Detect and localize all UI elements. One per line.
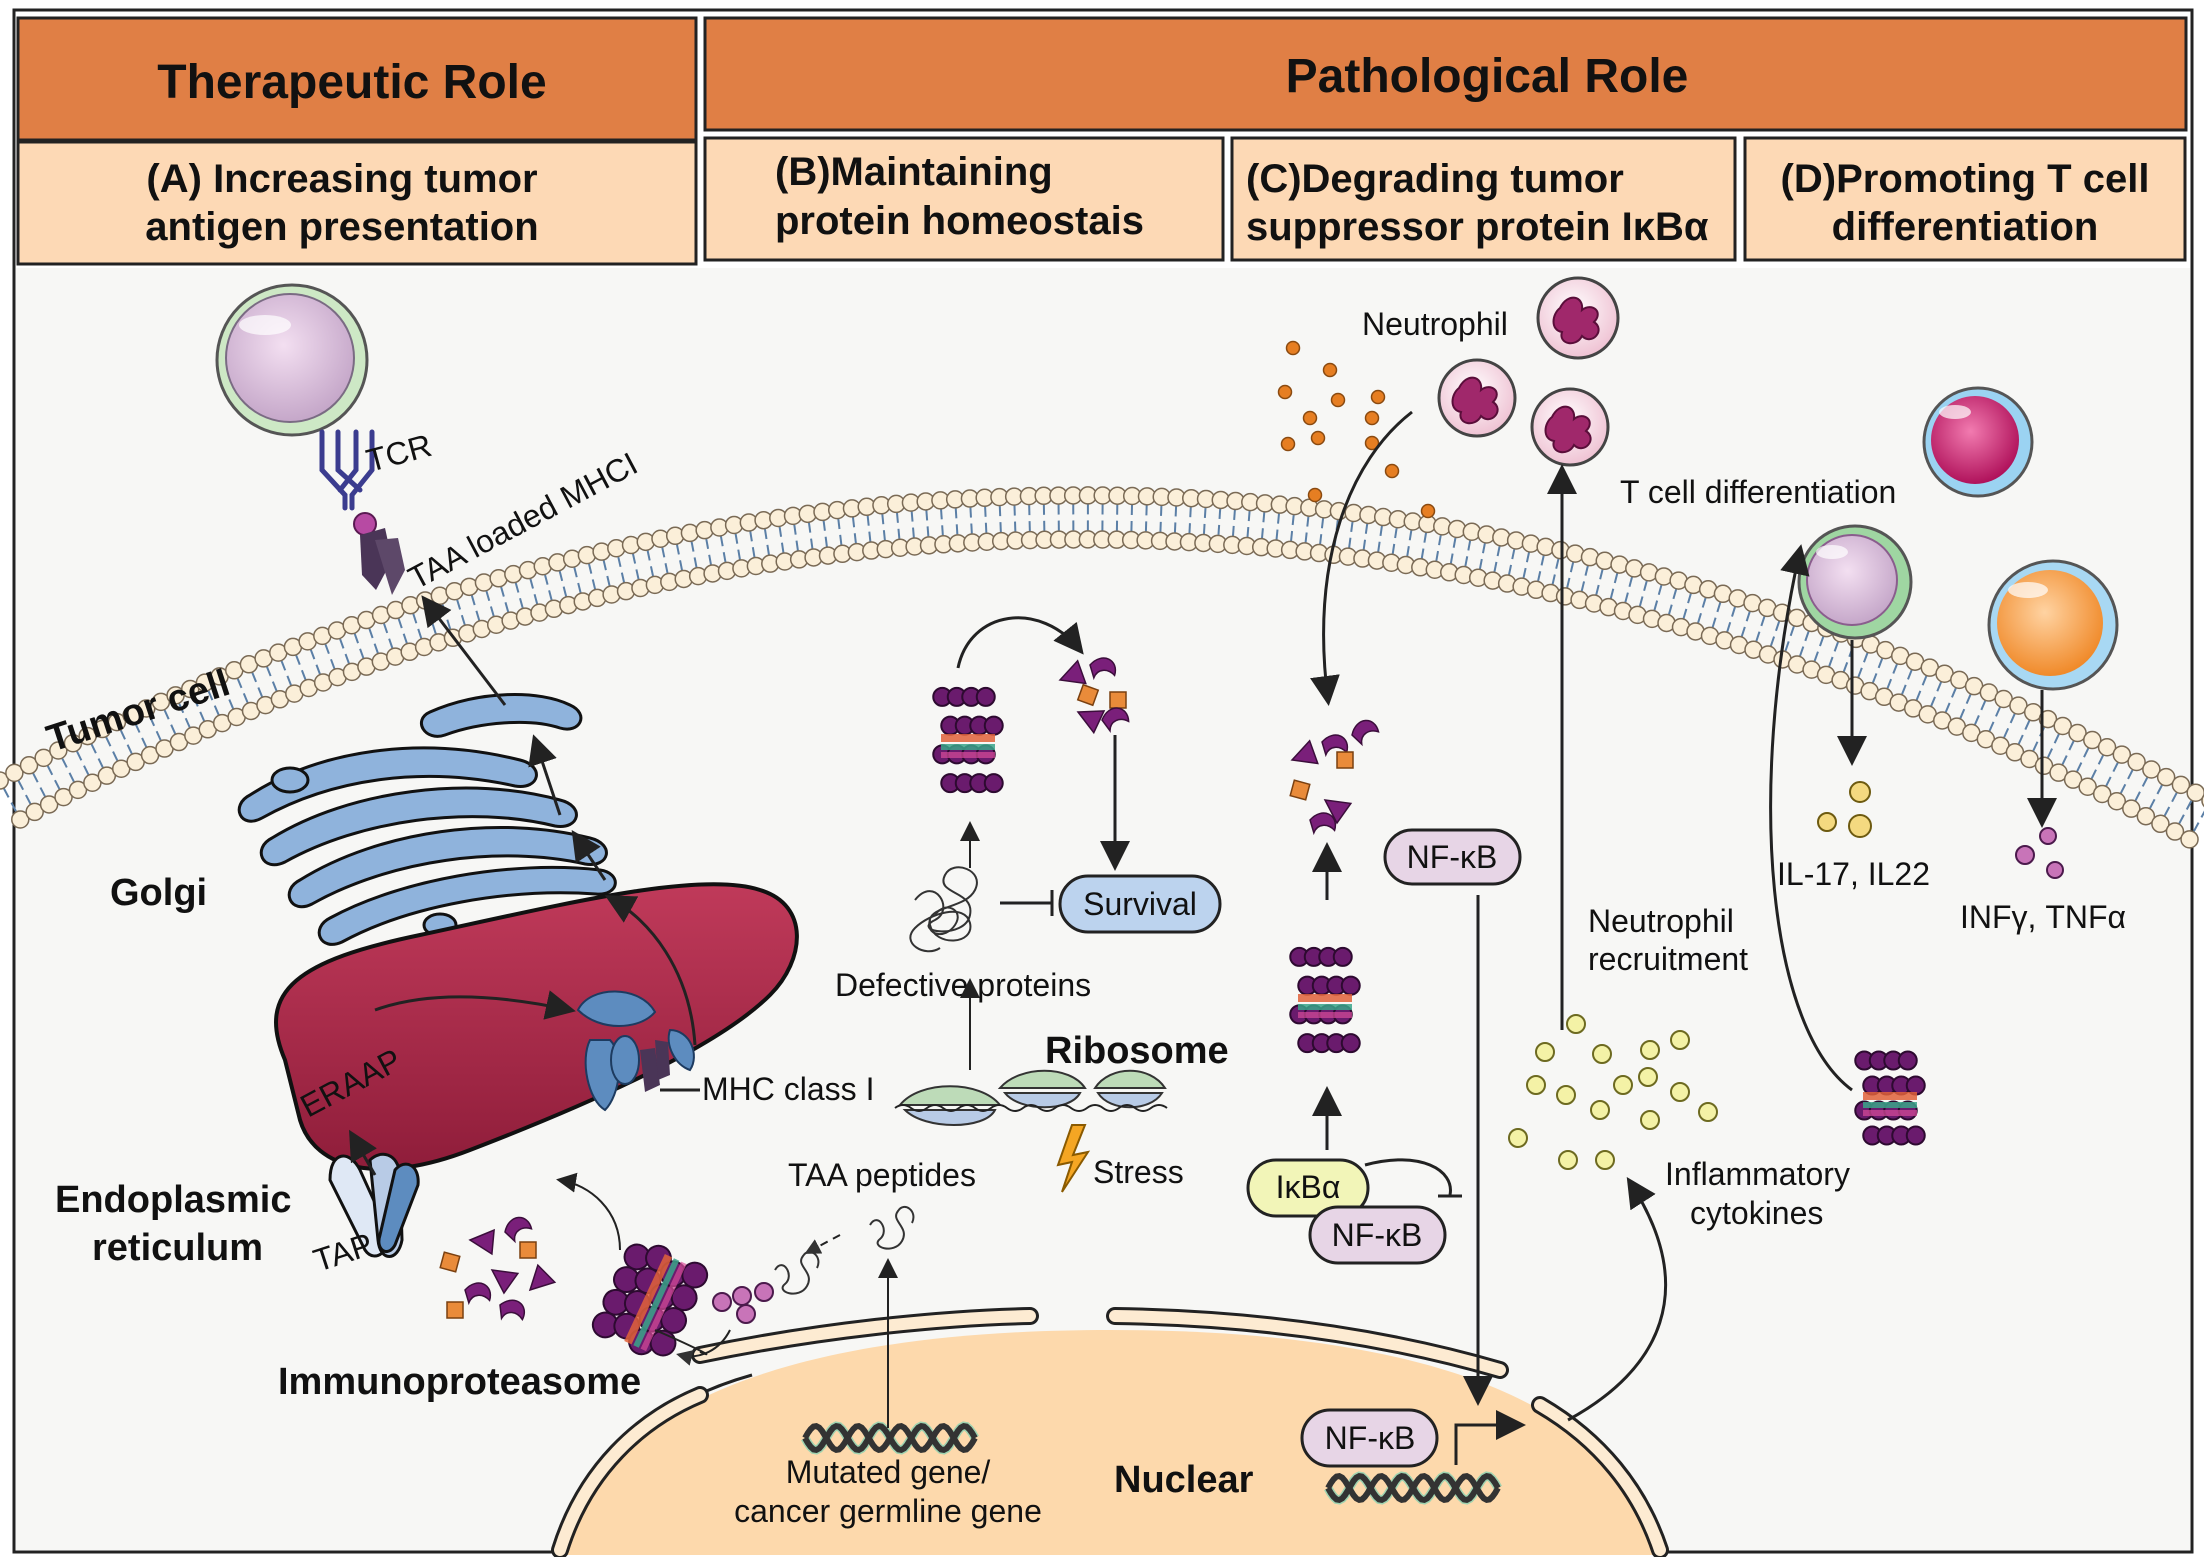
t-cell-orange [1989, 561, 2117, 689]
dna-mutated-gene [805, 1426, 975, 1450]
er-label-2: reticulum [92, 1227, 263, 1269]
nfkb-label-complex: NF-κB [1332, 1217, 1423, 1253]
panel-b-title-2: protein homeostais [775, 199, 1144, 243]
nfkb-label-top: NF-κB [1407, 839, 1498, 875]
panel-c-title-2: suppressor protein IκBα [1246, 205, 1709, 249]
neutrophil-recruitment-label-1: Neutrophil [1588, 903, 1734, 939]
inflammatory-cytokines-label-2: cytokines [1690, 1195, 1823, 1231]
panel-c-title-1: (C)Degrading tumor [1246, 157, 1624, 201]
mhc-class-i-label: MHC class I [702, 1071, 874, 1107]
panel-a-title-1: (A) Increasing tumor [146, 157, 537, 201]
mutated-gene-label-1: Mutated gene/ [786, 1454, 991, 1490]
header-therapeutic: Therapeutic Role [157, 56, 546, 109]
infg-tnfa-label: INFγ, TNFα [1960, 899, 2126, 935]
defective-proteins-label: Defective proteins [835, 967, 1091, 1003]
t-cell-pink [1799, 526, 1911, 638]
dna-nfkb-target [1328, 1476, 1498, 1500]
panel-a-title-2: antigen presentation [145, 205, 538, 249]
golgi-label: Golgi [110, 872, 207, 914]
immunoproteasome-label: Immunoproteasome [278, 1361, 641, 1403]
er-label-1: Endoplasmic [55, 1179, 292, 1221]
mutated-gene-label-2: cancer germline gene [734, 1493, 1042, 1529]
panel-b-title-1: (B)Maintaining [775, 150, 1053, 194]
t-cell-magenta [1924, 388, 2032, 496]
t-cell-differentiation-label: T cell differentiation [1620, 474, 1896, 510]
t-cell-top [217, 285, 367, 435]
il17-il22-label: IL-17, IL22 [1777, 856, 1930, 892]
neutrophil-recruitment-label-2: recruitment [1588, 941, 1748, 977]
ribosome-label: Ribosome [1045, 1030, 1229, 1072]
nfkb-label-nucleus: NF-κB [1325, 1420, 1416, 1456]
panel-d-title-1: (D)Promoting T cell [1781, 157, 2150, 201]
nuclear-label: Nuclear [1114, 1459, 1254, 1501]
proteasome-d [1855, 1052, 1924, 1145]
proteasome-c [1290, 948, 1359, 1052]
taa-peptides-label: TAA peptides [788, 1157, 976, 1193]
ikba-label: IκBα [1276, 1169, 1341, 1205]
panel-d-title-2: differentiation [1832, 205, 2099, 249]
header-pathological: Pathological Role [1286, 50, 1689, 103]
inflammatory-cytokines-label-1: Inflammatory [1665, 1156, 1850, 1192]
proteasome-b [933, 688, 1002, 792]
stress-label: Stress [1093, 1154, 1184, 1190]
survival-label: Survival [1083, 886, 1197, 922]
neutrophil-label: Neutrophil [1362, 306, 1508, 342]
